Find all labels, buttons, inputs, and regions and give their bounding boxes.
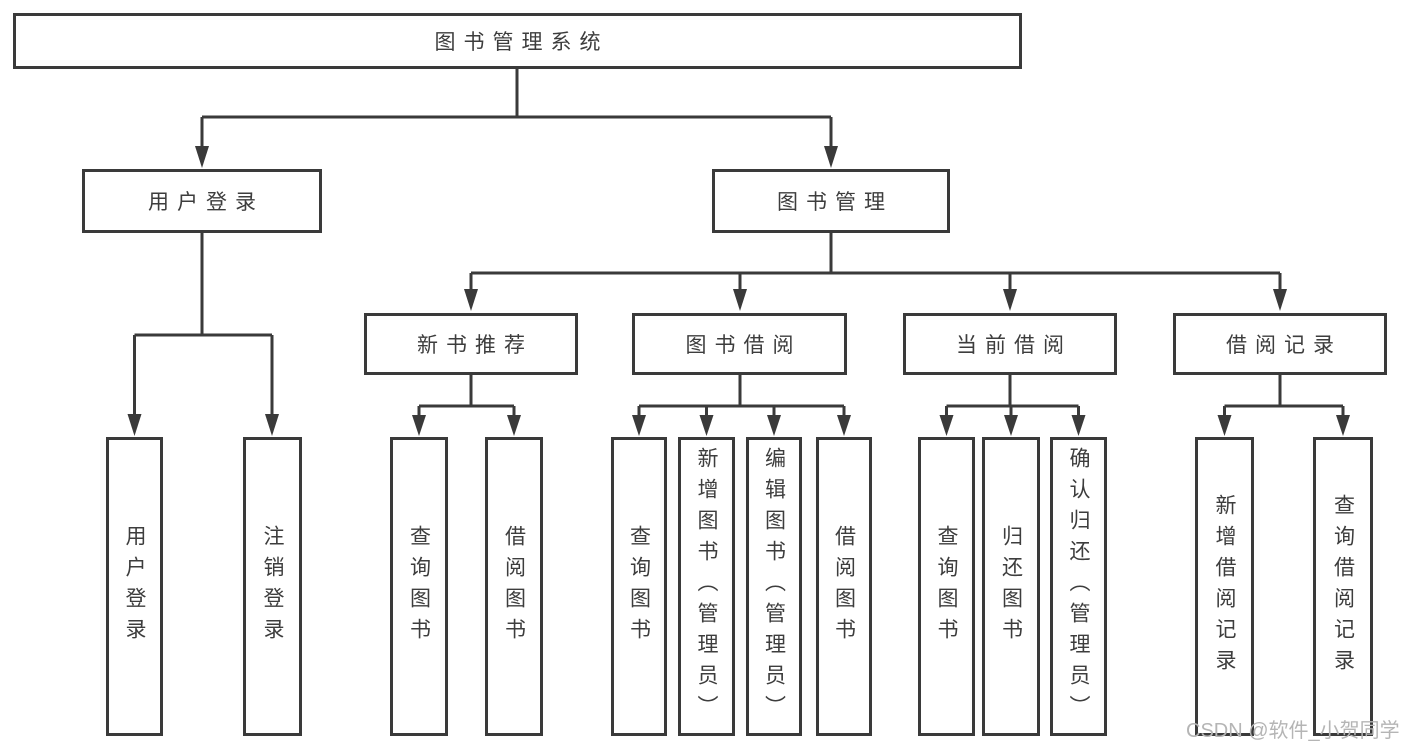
node-book-management: 图书管理: [712, 169, 950, 233]
connector-user-login-group: [133, 233, 274, 415]
arrowheads-book-borrow-group: [632, 415, 851, 436]
leaf-query-borrow-record-label: 查询借阅记录: [1331, 493, 1355, 680]
arrowheads-level3: [464, 289, 1287, 311]
connector-root-to-level2: [200, 69, 833, 147]
csdn-watermark: CSDN @软件_小贺同学: [1186, 720, 1400, 742]
node-library-management-system: 图书管理系统: [13, 13, 1022, 69]
arrowheads-borrow-records-group: [1217, 415, 1350, 436]
leaf-query-books-borrowing: 查询图书: [611, 437, 667, 736]
leaf-edit-books-admin-label: 编辑图书（管理员）: [762, 447, 786, 726]
node-book-borrowing: 图书借阅: [632, 313, 847, 375]
leaf-borrow-books-recommend-label: 借阅图书: [502, 524, 526, 649]
leaf-borrow-books-borrowing-label: 借阅图书: [832, 524, 856, 649]
leaf-query-borrow-record: 查询借阅记录: [1313, 437, 1373, 736]
connector-book-borrow-group: [637, 375, 846, 416]
leaf-user-login: 用户登录: [106, 437, 163, 736]
leaf-user-login-label: 用户登录: [123, 524, 146, 649]
node-current-borrowing: 当前借阅: [903, 313, 1117, 375]
leaf-confirm-return-admin: 确认归还（管理员）: [1050, 437, 1107, 736]
leaf-borrow-books-recommend: 借阅图书: [485, 437, 543, 736]
leaf-return-books-label: 归还图书: [999, 524, 1023, 649]
arrowheads-user-login-group: [127, 414, 279, 436]
connector-current-borrow-group: [945, 375, 1080, 416]
leaf-return-books: 归还图书: [982, 437, 1040, 736]
leaf-logout: 注销登录: [243, 437, 302, 736]
leaf-add-books-admin-label: 新增图书（管理员）: [695, 447, 718, 726]
leaf-add-borrow-record: 新增借阅记录: [1195, 437, 1254, 736]
node-borrowing-records: 借阅记录: [1173, 313, 1387, 375]
leaf-query-books-current-label: 查询图书: [935, 524, 958, 649]
node-new-book-recommendation: 新书推荐: [364, 313, 578, 375]
leaf-add-books-admin: 新增图书（管理员）: [678, 437, 735, 736]
connector-new-book-group: [417, 375, 516, 416]
leaf-query-books-recommend: 查询图书: [390, 437, 448, 736]
node-user-login: 用户登录: [82, 169, 322, 233]
connector-book-management-to-level3: [469, 233, 1282, 290]
arrowheads-level2: [195, 146, 838, 168]
leaf-add-borrow-record-label: 新增借阅记录: [1213, 493, 1236, 680]
arrowheads-current-borrow-group: [939, 415, 1086, 436]
leaf-confirm-return-admin-label: 确认归还（管理员）: [1067, 447, 1090, 726]
leaf-query-books-current: 查询图书: [918, 437, 975, 736]
leaf-logout-label: 注销登录: [261, 524, 284, 649]
arrowheads-new-book-group: [412, 415, 521, 436]
leaf-query-books-recommend-label: 查询图书: [407, 524, 431, 649]
leaf-edit-books-admin: 编辑图书（管理员）: [746, 437, 802, 736]
connector-borrow-records-group: [1223, 375, 1345, 416]
leaf-borrow-books-borrowing: 借阅图书: [816, 437, 872, 736]
leaf-query-books-borrowing-label: 查询图书: [627, 524, 651, 649]
